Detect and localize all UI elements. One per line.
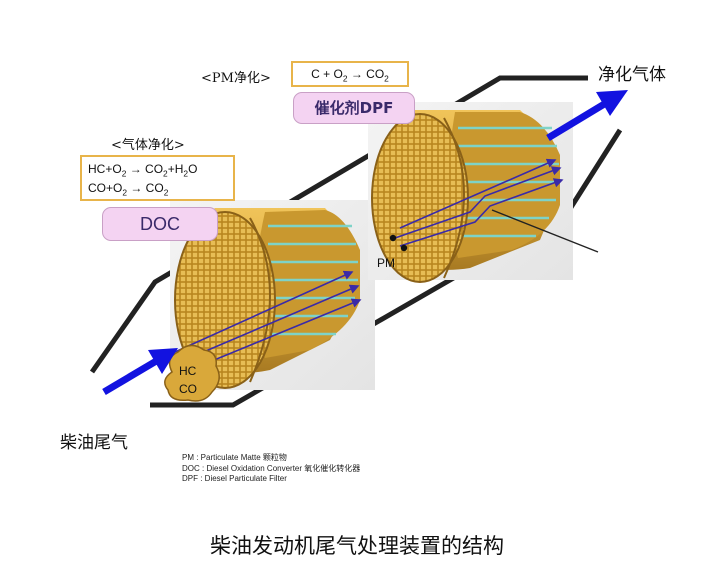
hc-label: HC [179, 364, 197, 378]
co-label: CO [179, 382, 197, 396]
diagram-caption: 柴油发动机尾气处理装置的结构 [210, 534, 504, 558]
casing-bottom-line [150, 128, 623, 408]
hc-co-particle-blob [164, 344, 220, 402]
gas-reaction-box: HC+O2 → CO2+H2O CO+O2 → CO2 [80, 155, 235, 201]
legend-pm: PM : Particulate Matte 颗粒物 [182, 453, 287, 462]
legend-doc: DOC : Diesel Oxidation Converter 氧化催化转化器 [182, 464, 361, 473]
pm-reaction-sub1: 2 [342, 73, 348, 84]
output-label: 净化气体 [598, 65, 666, 85]
gas-reaction-line1: HC+O2 → CO2+H2O [88, 162, 198, 179]
doc-front-face [174, 211, 276, 389]
pm-pointer-line [491, 209, 599, 253]
dpf-catalyst-label: 催化剂DPF [293, 92, 415, 124]
input-label: 柴油尾气 [60, 433, 128, 453]
dpf-flow-lines [394, 158, 564, 247]
pm-reaction-arrow: → CO [347, 67, 385, 81]
pm-dot-2 [400, 244, 408, 252]
gas-section-heading: <气体净化> [111, 138, 185, 153]
legend-dpf: DPF : Diesel Particulate Filter [182, 474, 287, 483]
pm-point-label: PM [377, 256, 395, 270]
output-flow-arrow [546, 90, 628, 141]
pm-reaction-box: C + O2 → CO2 [291, 61, 409, 87]
input-flow-arrow [102, 348, 178, 396]
pm-dot-1 [389, 234, 397, 242]
pm-section-heading: <PM净化> [201, 71, 271, 86]
pm-reaction-sub2: 2 [384, 73, 389, 84]
casing-top-line [89, 75, 588, 374]
gas-reaction-line2: CO+O2 → CO2 [88, 181, 169, 198]
doc-catalyst-label: DOC [102, 207, 218, 241]
pm-reaction-lhs: C + O [311, 67, 343, 81]
